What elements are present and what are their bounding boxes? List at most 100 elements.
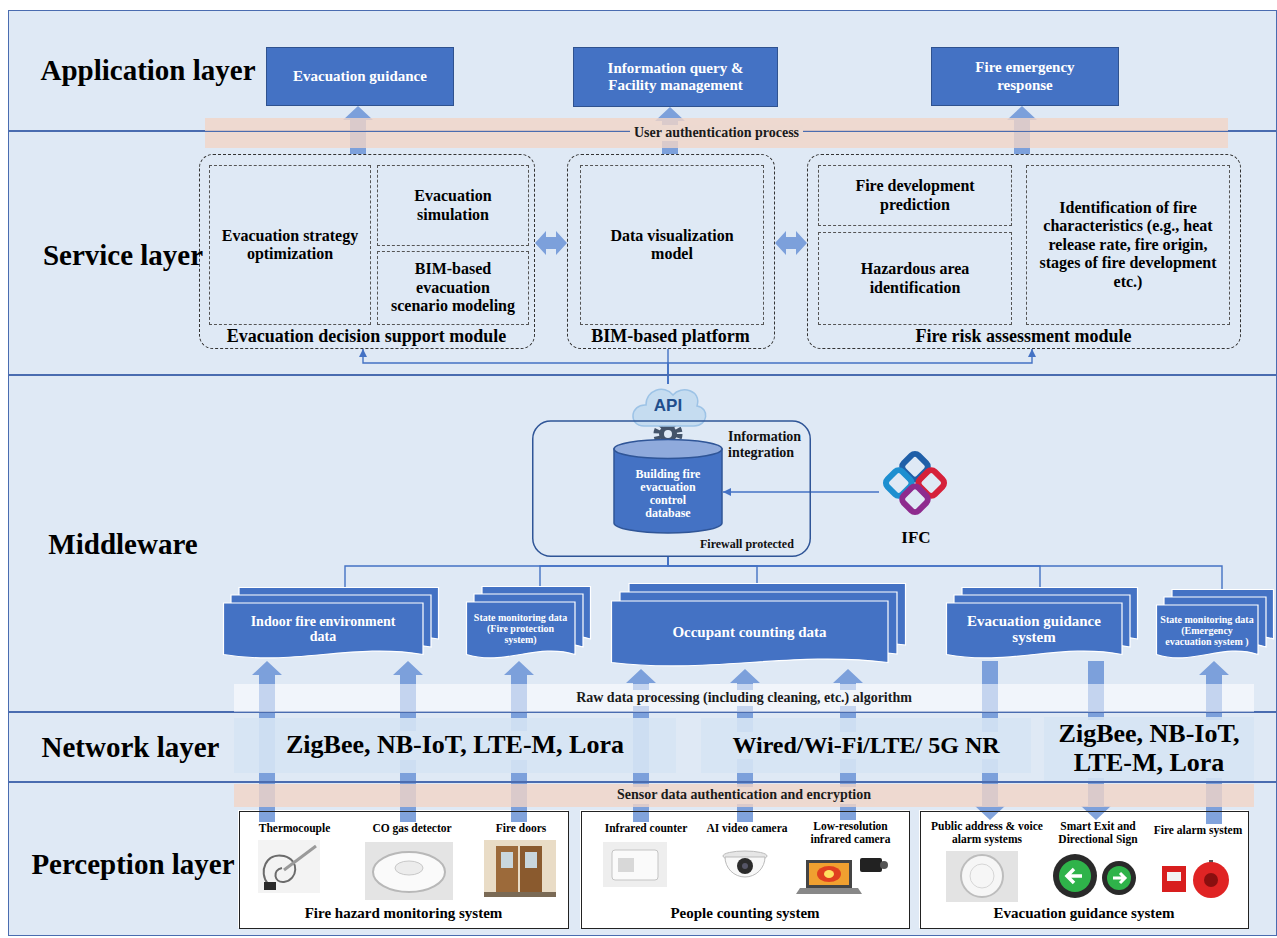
speaker-icon-part [970,864,994,888]
network-box: ZigBee, NB-IoT, LTE-M, Lora [1044,717,1254,781]
function-box: Identification of fire characteristics (… [1026,165,1230,325]
database-label: Building fire evacuation control databas… [627,463,709,525]
system-ground [580,810,909,928]
system-box: People counting system Infrared counterAI… [581,811,910,929]
connector-line [363,349,668,384]
device-label: Thermocouple [252,822,337,838]
security-strip: Sensor data authentication and encryptio… [234,784,1254,807]
network-label: ZigBee, NB-IoT, LTE-M, Lora [282,731,628,760]
connector-line [668,557,1040,587]
function-box: Fire development prediction [818,165,1012,226]
network-label: Wired/Wi-Fi/LTE/ 5G NR [728,732,1003,758]
thermocouple-icon-part [264,855,296,884]
connector [345,557,668,587]
infrared-camera-icon-part [817,866,841,882]
data-document: State monitoring data (Fire protection s… [466,586,591,661]
function-box: BIM-based evacuation scenario modeling [377,251,529,325]
infrared-camera-icon-part [880,861,888,869]
connector [668,557,757,583]
strip-label: Raw data processing (including cleaning,… [572,690,916,706]
layer-label: Middleware [23,525,223,565]
function-label: Fire development prediction [828,177,1003,214]
device-item: Fire doors [480,822,562,900]
function-label: Identification of fire characteristics (… [1033,199,1223,291]
device-item: Fire alarm system [1150,824,1246,904]
document-sheet [947,603,1123,658]
network-box: Wired/Wi-Fi/LTE/ 5G NR [701,718,1031,773]
service-module: Evacuation decision support moduleEvacua… [199,154,535,349]
co-detector-icon [365,842,453,900]
infrared-camera-icon [796,858,888,894]
system-label: People counting system [582,904,908,924]
system-box: Fire hazard monitoring system Thermocoupl… [239,811,569,929]
module-label: Fire risk assessment module [808,325,1239,347]
infrared-counter-icon-part [618,858,634,872]
fire-door-icon-part [484,892,556,897]
cylinder-top [614,440,722,459]
integration-label: Information integration [728,426,808,464]
fire-alarm-icon [1162,860,1229,898]
layer-ground [8,10,1277,936]
api-cloud-icon-part [664,430,672,438]
connector [359,349,668,384]
ifc-logo-icon [884,452,946,514]
logo-label: IFC [879,527,953,549]
exit-sign-icon-part [1113,873,1125,883]
fire-door-icon [484,840,556,897]
device-label: Fire alarm system [1150,824,1246,854]
system-label: Fire hazard monitoring system [240,904,567,924]
device-item: Infrared counter [596,822,696,892]
function-box: Hazardous area identification [818,232,1012,325]
connector [668,349,1036,384]
integration-label: Firewall protected [700,537,808,553]
api-cloud-icon [633,389,706,445]
ai-camera-icon-part [737,858,753,874]
layer-band: Network layerZigBee, NB-IoT, LTE-M, Lora… [8,712,1277,782]
device-item: Smart Exit and Directional Sign [1050,820,1146,902]
document-sheet [612,601,889,666]
document-label: Evacuation guidance system [950,606,1118,652]
fire-door-icon-part [525,852,537,868]
block-arrow [535,231,567,255]
exit-sign-icon-part [1102,861,1136,895]
document-sheet [1157,605,1259,658]
speaker-icon-part [946,851,1018,902]
connector [668,557,1040,587]
device-label: Smart Exit and Directional Sign [1050,820,1146,850]
system-label: Evacuation guidance system [921,904,1247,924]
strip-label: Sensor data authentication and encryptio… [613,787,875,803]
fire-door-icon-part [520,846,542,892]
connector [540,557,668,586]
device-item: AI video camera [702,822,792,895]
infrared-counter-icon-part [603,842,667,887]
speaker-icon-part [961,855,1003,897]
fire-alarm-icon-part [1204,873,1218,887]
strip-label: User authentication process [630,125,803,141]
box-label: Evacuation guidance [293,68,427,85]
data-document: Indoor fire environment data [223,587,439,661]
exit-sign-icon-part [1067,869,1082,883]
device-item: Thermocouple [252,822,337,900]
fire-door-icon-part [496,846,518,892]
data-document: Evacuation guidance system [946,587,1138,661]
ai-camera-icon [723,851,767,877]
exit-sign-icon-part [1059,860,1091,892]
arrow-head [359,349,367,357]
function-label: Evacuation strategy optimization [215,227,365,264]
layer-band: Service layerEvacuation decision support… [8,131,1277,375]
connector-line [668,557,757,583]
layer-band: Middleware Information integrationFirewal… [8,375,1277,712]
rounded-frame [533,421,811,556]
infrared-camera-icon-part [860,858,882,872]
module-label: BIM-based platform [568,325,773,347]
thermocouple-icon-part [258,840,320,893]
fire-door-icon-part [484,840,556,897]
document-sheet [224,603,424,658]
co-detector-icon-part [365,842,453,900]
function-box: Evacuation strategy optimization [209,165,371,325]
application-box: Fire emergency response [931,47,1119,106]
connector-line [668,349,1032,384]
ai-camera-icon-part [725,857,765,877]
ifc-logo: IFC [879,449,953,551]
box-label: Fire emergency response [965,59,1085,94]
